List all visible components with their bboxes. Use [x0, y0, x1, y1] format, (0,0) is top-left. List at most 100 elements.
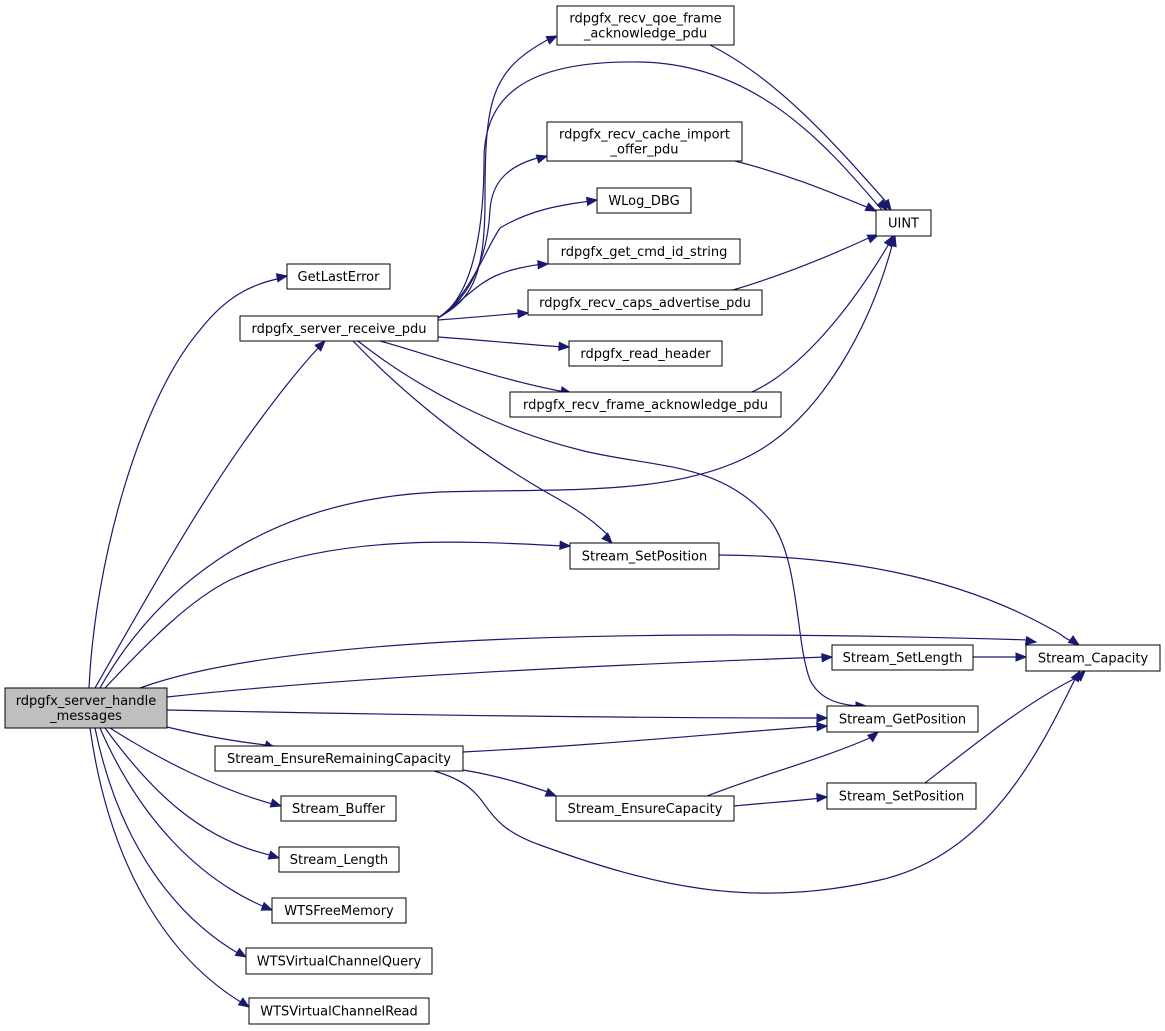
node-query[interactable]: WTSVirtualChannelQuery [245, 947, 433, 975]
node-label: Stream_SetPosition [582, 550, 708, 565]
edge-line [352, 340, 611, 538]
arrow-head [558, 341, 571, 351]
arrow-head [585, 196, 599, 207]
node-box [875, 209, 932, 237]
node-frame_ack[interactable]: rdpgfx_recv_frame_acknowledge_pdu [509, 391, 782, 418]
edge-line [104, 727, 275, 857]
edge-line [89, 727, 245, 1005]
edge-line [99, 727, 268, 909]
node-root[interactable]: rdpgfx_server_handle_messages [4, 687, 168, 729]
edge-line [139, 634, 1031, 689]
edge-line [166, 709, 822, 719]
node-label: rdpgfx_recv_frame_acknowledge_pdu [523, 398, 768, 413]
arrow-head [537, 260, 550, 270]
node-label: Stream_EnsureRemainingCapacity [227, 752, 451, 767]
arrow-head [1074, 670, 1086, 682]
node-label: UINT [888, 217, 919, 232]
edge-receive_pdu-to-cache_import [437, 154, 549, 319]
arrow-head [269, 798, 283, 808]
node-read[interactable]: WTSVirtualChannelRead [248, 997, 430, 1025]
node-setpos1[interactable]: Stream_SetPosition [569, 542, 720, 570]
node-label: WTSVirtualChannelQuery [257, 955, 422, 970]
call-nodes: rdpgfx_server_handle_messages GetLastErro… [4, 5, 1161, 1025]
edge-line [379, 340, 566, 393]
arrow-head [237, 997, 251, 1008]
edge-line [437, 200, 592, 319]
node-label: Stream_EnsureCapacity [568, 802, 723, 817]
edge-qoe-to-UINT [709, 44, 892, 212]
node-getpos[interactable]: Stream_GetPosition [826, 705, 979, 733]
edge-line [733, 797, 822, 807]
node-box [569, 542, 720, 570]
edge-setpos1-to-capacity [718, 554, 1081, 646]
node-box [831, 644, 974, 671]
node-capacity[interactable]: Stream_Capacity [1025, 644, 1161, 672]
arrow-head [816, 793, 829, 803]
arrow-head [234, 947, 248, 958]
node-box [271, 897, 407, 924]
edge-ensure_cap-to-setpos2 [733, 793, 829, 807]
edge-receive_pdu-to-setpos1 [352, 340, 613, 544]
edge-setlength-to-capacity [973, 652, 1028, 662]
node-label: Stream_SetPosition [839, 790, 965, 805]
arrow-head [545, 35, 559, 45]
node-box [555, 795, 735, 822]
edge-line [437, 61, 883, 319]
node-receive_pdu[interactable]: rdpgfx_server_receive_pdu [239, 315, 439, 342]
arrow-head [544, 787, 558, 797]
edge-line [94, 345, 321, 689]
node-label: _offer_pdu [610, 143, 679, 158]
arrow-head [517, 309, 530, 319]
arrow-head [866, 234, 880, 244]
edge-line [433, 676, 1077, 894]
edge-line [437, 336, 564, 348]
arrow-head [267, 850, 281, 860]
edge-receive_pdu-to-wlog [437, 196, 599, 319]
edge-ensure_rem-to-ensure_cap [462, 769, 558, 797]
node-ensure_rem[interactable]: Stream_EnsureRemainingCapacity [214, 745, 464, 772]
node-free[interactable]: WTSFreeMemory [271, 897, 407, 924]
node-qoe[interactable]: rdpgfx_recv_qoe_frame_acknowledge_pdu [556, 5, 735, 46]
node-wlog[interactable]: WLog_DBG [596, 187, 692, 214]
edge-root-to-length [104, 727, 281, 860]
node-box [556, 5, 735, 46]
edge-root-to-GetLastError [88, 273, 289, 689]
node-box [278, 846, 400, 873]
edge-line [437, 263, 543, 319]
edge-ensure_cap-to-getpos [706, 731, 880, 797]
node-box [826, 705, 979, 733]
node-setpos2[interactable]: Stream_SetPosition [826, 782, 977, 810]
node-box [214, 745, 464, 772]
node-read_header[interactable]: rdpgfx_read_header [568, 340, 723, 367]
node-label: _messages [49, 709, 122, 724]
node-label: WTSVirtualChannelRead [260, 1005, 418, 1020]
arrow-head [1024, 635, 1038, 646]
edge-line [437, 312, 523, 321]
node-cache_import[interactable]: rdpgfx_recv_cache_import_offer_pdu [546, 121, 743, 162]
arrow-head [866, 731, 880, 743]
node-length[interactable]: Stream_Length [278, 846, 400, 873]
node-buffer[interactable]: Stream_Buffer [280, 795, 397, 822]
arrow-head [880, 198, 892, 212]
edge-line [462, 725, 822, 753]
node-GetLastError[interactable]: GetLastError [286, 263, 391, 290]
node-caps[interactable]: rdpgfx_recv_caps_advertise_pdu [527, 289, 763, 316]
node-label: rdpgfx_read_header [580, 347, 711, 362]
edge-receive_pdu-to-cmd_id [437, 260, 550, 319]
edge-line [718, 554, 1074, 642]
edge-line [924, 675, 1081, 784]
node-UINT[interactable]: UINT [875, 209, 932, 237]
edge-setpos2-to-capacity [924, 670, 1086, 784]
edge-root-to-buffer [109, 727, 283, 808]
node-cmd_id[interactable]: rdpgfx_get_cmd_id_string [547, 238, 741, 265]
edge-line [99, 241, 894, 689]
node-ensure_cap[interactable]: Stream_EnsureCapacity [555, 795, 735, 822]
node-label: WTSFreeMemory [284, 904, 394, 919]
arrow-head [816, 722, 829, 732]
edge-root-to-getpos [166, 709, 829, 723]
node-setlength[interactable]: Stream_SetLength [831, 644, 974, 671]
node-box [527, 289, 763, 316]
arrow-head [821, 653, 834, 663]
node-box [4, 687, 168, 729]
